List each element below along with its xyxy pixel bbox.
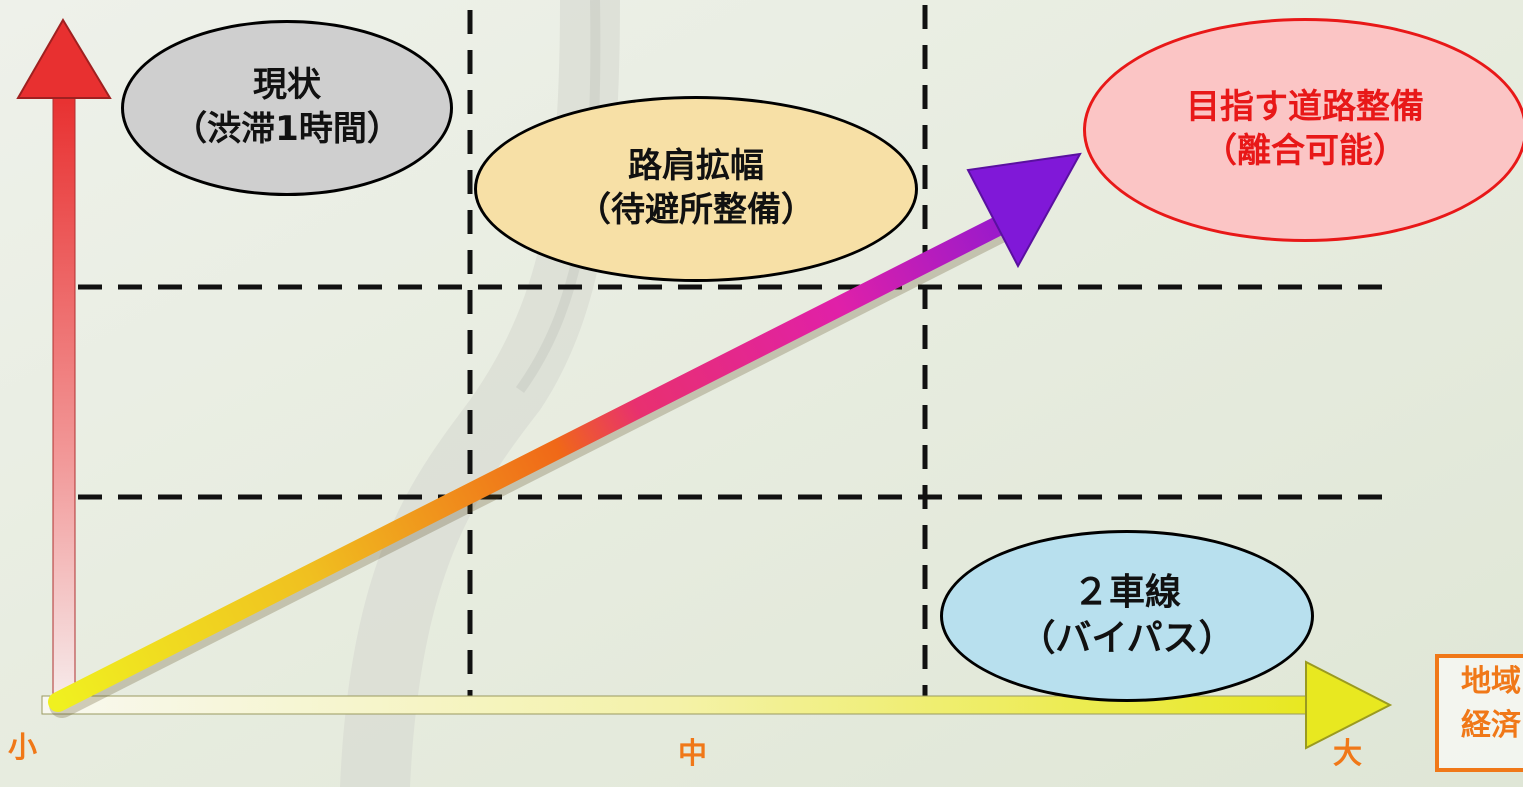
shoulder-widening-subtitle: （待避所整備）	[577, 190, 815, 230]
bypass-ellipse: ２車線 （バイパス）	[940, 530, 1314, 702]
vertical-axis-arrow	[16, 18, 112, 711]
shoulder-widening-ellipse: 路肩拡幅 （待避所整備）	[474, 96, 918, 282]
target-road-subtitle: （離合可能）	[1203, 131, 1407, 171]
bypass-title: ２車線	[1072, 571, 1181, 613]
bypass-subtitle: （バイパス）	[1019, 618, 1235, 659]
current-state-ellipse: 現状 （渋滞1時間）	[121, 20, 453, 196]
regional-economy-box: 地域 経済	[1435, 654, 1523, 772]
current-state-title: 現状	[253, 65, 321, 106]
current-state-subtitle: （渋滞1時間）	[173, 109, 401, 149]
target-road-ellipse: 目指す道路整備 （離合可能）	[1083, 18, 1523, 242]
x-axis-label-large: 大	[1333, 736, 1363, 770]
horizontal-axis-arrow	[41, 660, 1393, 750]
target-road-title: 目指す道路整備	[1186, 87, 1424, 128]
shoulder-widening-title: 路肩拡幅	[628, 146, 764, 187]
x-axis-label-medium: 中	[678, 736, 708, 770]
regional-economy-line2: 経済	[1461, 708, 1521, 743]
regional-economy-line1: 地域	[1461, 664, 1521, 699]
progress-arrow	[48, 152, 1082, 718]
x-axis-label-small: 小	[8, 730, 38, 764]
